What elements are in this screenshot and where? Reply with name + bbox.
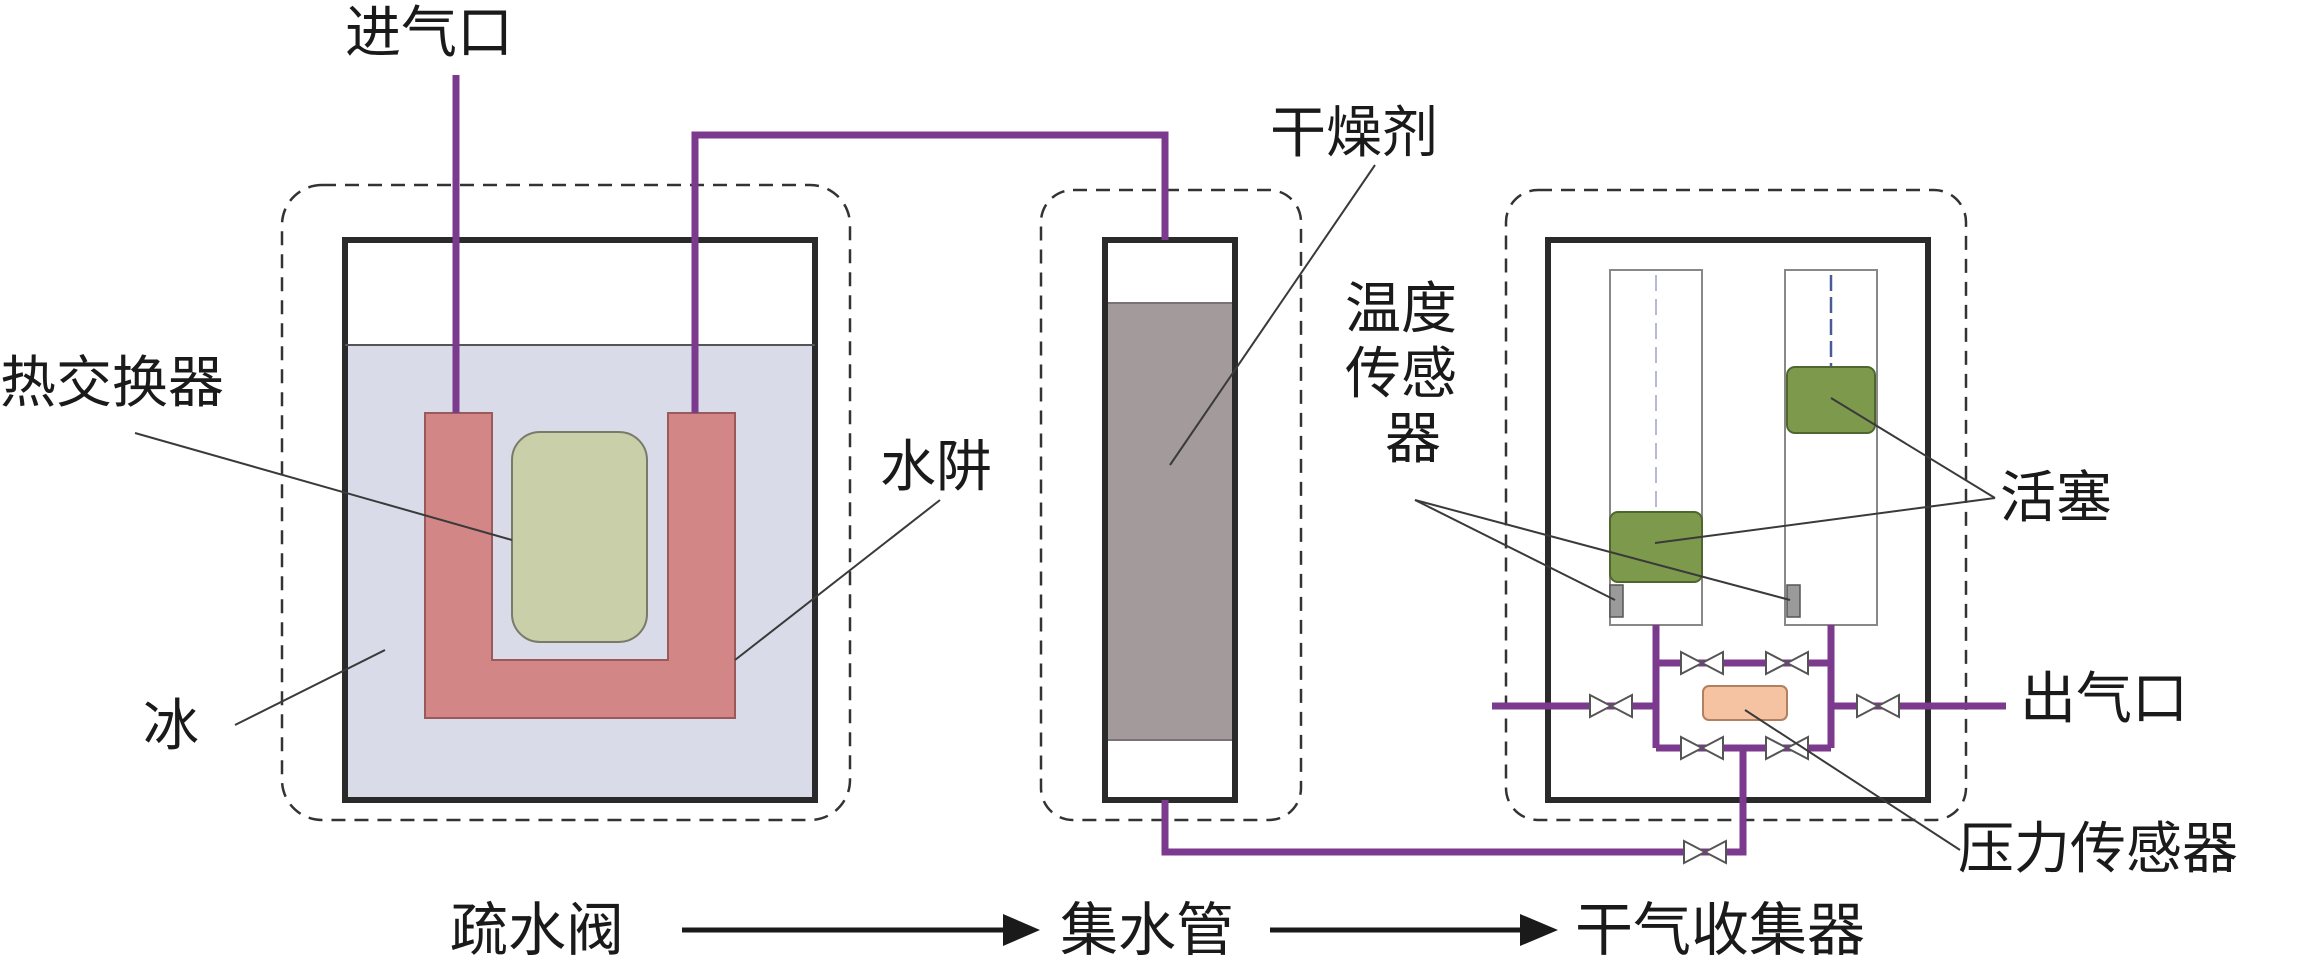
leader-temp-sensor-2: [1414, 499, 1791, 601]
label-water-trap: 水阱: [880, 435, 992, 500]
dry-gas-collector-outline: [1504, 188, 1968, 822]
label-desiccant: 干燥剂: [1270, 101, 1438, 166]
valve-left-side: [1589, 693, 1633, 719]
leader-water-trap: [734, 499, 941, 661]
flow-step-water-collector: 集水管: [1060, 896, 1234, 959]
valve-manifold-bottom-left: [1680, 735, 1724, 761]
label-temp-sensor-line1: 温度: [1345, 277, 1457, 342]
leader-desiccant: [1169, 164, 1376, 466]
valve-manifold-top-right: [1765, 650, 1809, 676]
pressure-sensor: [1702, 685, 1788, 721]
label-outlet: 出气口: [2020, 667, 2188, 732]
piston-right: [1786, 366, 1876, 434]
desiccant-unit-outline: [1039, 188, 1303, 822]
flow-arrow-2-head: [1520, 914, 1558, 946]
valves: [1589, 650, 1900, 865]
valve-outlet: [1856, 693, 1900, 719]
label-pressure-sensor: 压力传感器: [1958, 817, 2238, 882]
desiccant-fill: [1104, 302, 1236, 741]
leader-ice: [234, 649, 386, 726]
desiccant-to-collector-pipe: [1161, 748, 1747, 856]
heat-exchanger: [511, 431, 648, 643]
label-temp-sensor-line2: 传感: [1345, 342, 1457, 407]
leader-heat-exchanger: [134, 432, 513, 541]
valve-drain: [1683, 839, 1727, 865]
leader-piston-1: [1654, 497, 1996, 544]
flow-sequence: 疏水阀 集水管 干气收集器: [450, 896, 1865, 959]
label-inlet: 进气口: [345, 1, 513, 66]
label-temp-sensor-line3: 器: [1385, 407, 1441, 472]
dry-gas-collector-unit: [1504, 188, 1968, 822]
desiccant-tube: [1102, 237, 1238, 803]
leader-pressure-sensor: [1744, 709, 1961, 851]
flow-step-dry-gas-collector: 干气收集器: [1575, 896, 1865, 959]
leader-temp-sensor-1: [1414, 499, 1616, 601]
label-ice: 冰: [143, 694, 199, 759]
label-piston: 活塞: [2000, 466, 2112, 531]
desiccant-unit: [1039, 188, 1303, 822]
water-trap-unit-outline: [280, 183, 852, 822]
dry-gas-collector-container: [1545, 237, 1931, 803]
piston-left: [1609, 511, 1703, 583]
flow-arrow-1-head: [1003, 914, 1040, 946]
water-trap-u: [424, 412, 736, 719]
label-heat-exchanger: 热交换器: [0, 351, 224, 416]
leader-lines: [134, 164, 1996, 851]
labels: 进气口 热交换器 冰 水阱 干燥剂 温度 传感 器 活塞 出气口 压力传感器: [0, 1, 2238, 882]
water-trap-unit: [280, 183, 852, 822]
flow-step-drain-valve: 疏水阀: [450, 896, 624, 959]
temp-sensor-right: [1786, 584, 1801, 618]
valve-manifold-bottom-right: [1765, 735, 1809, 761]
temp-sensor-left: [1609, 584, 1624, 618]
leader-piston-2: [1830, 397, 1996, 499]
water-trap-container: [342, 237, 818, 803]
trap-to-desiccant-pipe: [691, 131, 1169, 413]
valve-manifold-top-left: [1680, 650, 1724, 676]
